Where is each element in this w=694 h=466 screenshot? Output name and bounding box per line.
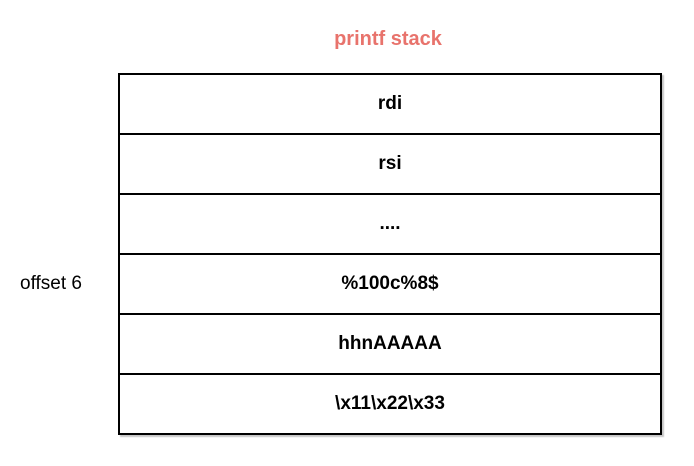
stack-row-address-bytes: \x11\x22\x33: [120, 373, 660, 433]
stack-row-format-string: %100c%8$: [120, 253, 660, 313]
offset-annotation: offset 6: [20, 273, 82, 294]
stack-row-label: rsi: [378, 153, 402, 174]
stack-row-ellipsis: ....: [120, 193, 660, 253]
stack-row-hhn-padding: hhnAAAAA: [120, 313, 660, 373]
stack-table: rdi rsi .... %100c%8$ hhnAAAAA \x11\x22\…: [118, 73, 662, 435]
stack-row-label: %100c%8$: [341, 273, 439, 294]
stack-row-label: hhnAAAAA: [338, 333, 442, 354]
diagram-title: printf stack: [334, 28, 442, 50]
stack-row-label: ....: [379, 213, 401, 234]
stack-row-label: \x11\x22\x33: [335, 393, 445, 414]
stack-row-rdi: rdi: [120, 75, 660, 133]
stack-row-rsi: rsi: [120, 133, 660, 193]
stack-row-label: rdi: [377, 93, 403, 114]
